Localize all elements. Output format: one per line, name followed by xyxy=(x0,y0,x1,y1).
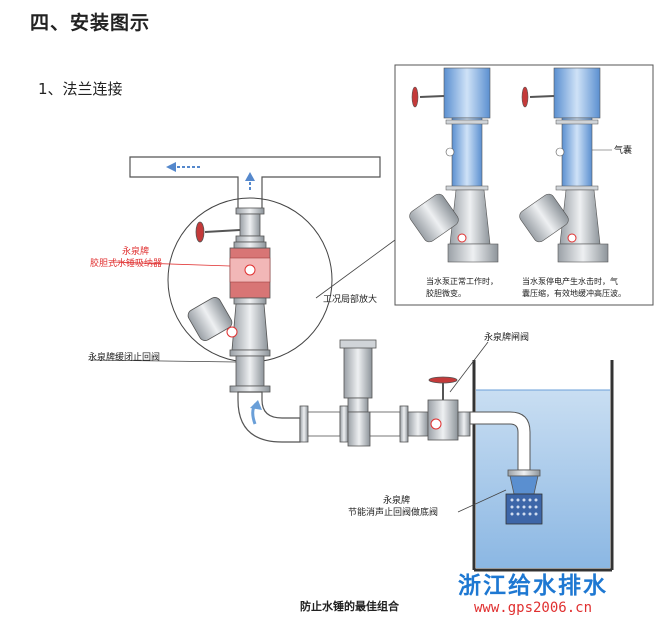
inset-left-device xyxy=(409,67,499,263)
airbag-label: 气囊 xyxy=(614,146,633,156)
pump xyxy=(299,339,409,447)
inset-right-caption-1: 当水泵停电产生水击时，气 xyxy=(522,277,618,286)
foot-valve-brand-label: 永泉牌 xyxy=(383,496,411,506)
zoom-leader xyxy=(315,239,396,299)
check-valve-label: 永泉牌缓闭止回阀 xyxy=(88,353,161,363)
absorber-name-label: 胶胆式水锤吸纳器 xyxy=(90,259,163,269)
vertical-assembly xyxy=(187,207,271,393)
inset-left-caption-1: 当水泵正常工作时， xyxy=(426,277,498,286)
water-tank xyxy=(469,360,614,572)
zoom-note-label: 工况局部放大 xyxy=(323,295,378,305)
foot-valve-name-label: 节能消声止回阀做底阀 xyxy=(348,508,439,518)
flow-arrow-left-icon xyxy=(166,162,200,172)
watermark-url: www.gps2006.cn xyxy=(474,600,593,616)
top-pipe xyxy=(129,156,381,211)
gate-valve-label: 永泉牌闸阀 xyxy=(484,333,530,343)
inset-right-caption-2: 囊压缩，有效地缓冲高压波。 xyxy=(522,289,626,298)
figure-caption: 防止水锤的最佳组合 xyxy=(300,600,399,613)
inset-left-caption-2: 胶胆微变。 xyxy=(426,289,466,298)
section-title: 四、安装图示 xyxy=(30,12,151,34)
gate-valve xyxy=(407,376,471,441)
elbow-pipe xyxy=(237,391,301,443)
inset-right-device xyxy=(519,67,612,263)
absorber-brand-label: 永泉牌 xyxy=(122,247,150,257)
flow-arrow-up-icon xyxy=(245,172,255,190)
watermark-brand: 浙江给水排水 xyxy=(458,573,608,599)
subsection-title: 1、法兰连接 xyxy=(38,80,123,98)
